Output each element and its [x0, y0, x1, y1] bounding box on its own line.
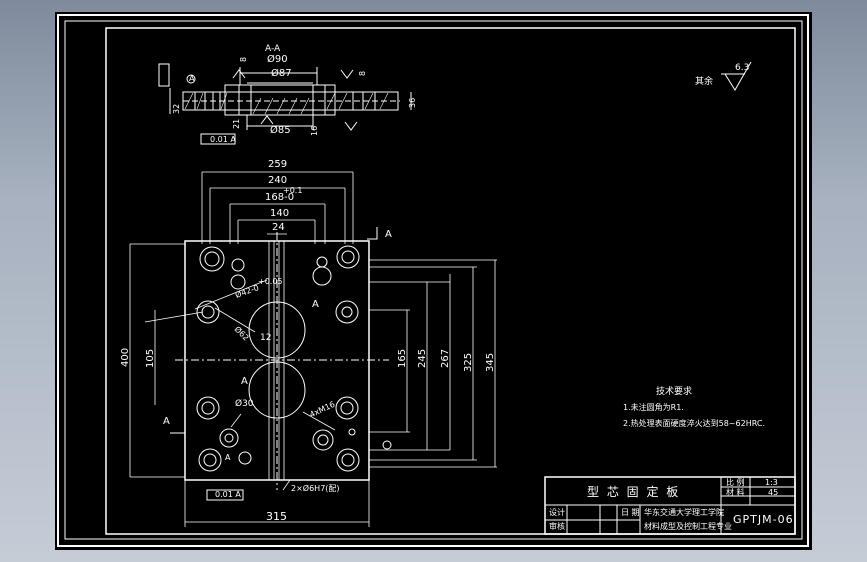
dim-400: 400	[120, 347, 131, 367]
plate-view	[170, 227, 392, 501]
drawing-border	[105, 27, 796, 535]
notes-title: 技术要求	[656, 387, 693, 397]
drawing-number: GPTJM-06	[733, 513, 794, 526]
flat-tolerance-bottom: 0.01 A	[215, 490, 241, 499]
dim-245: 245	[417, 348, 428, 368]
section-view	[158, 63, 412, 145]
title-block-lines	[544, 476, 796, 535]
dim-d90: Ø90	[267, 54, 288, 65]
dim-16: 16	[310, 125, 319, 136]
datum-a-top: A	[189, 74, 195, 83]
roughness-label: 其余	[695, 77, 714, 87]
dim-325: 325	[463, 352, 474, 372]
dim-168: 168-0	[265, 192, 295, 203]
dim-21: 21	[232, 118, 241, 129]
row-school: 华东交通大学理工学院	[644, 508, 724, 517]
notes-item-1: 1.未注圆角为R1.	[623, 403, 684, 412]
dim-pin: 2×Ø6H7(配)	[291, 484, 340, 493]
flat-tolerance-top: 0.01 A	[210, 135, 236, 144]
section-label: A-A	[265, 44, 281, 54]
section-mark-a-right: A	[312, 299, 319, 310]
row-designer: 设计	[549, 508, 565, 517]
dim-259: 259	[268, 159, 288, 170]
dim-36: 36	[408, 97, 417, 108]
notes-item-2: 2.热处理表面硬度淬火达到58~62HRC.	[623, 419, 765, 428]
dim-d85: Ø85	[270, 125, 291, 136]
dim-168-tol: +0.1	[283, 186, 303, 195]
dim-267: 267	[440, 348, 451, 368]
part-name: 型 芯 固 定 板	[587, 485, 681, 499]
section-mark-a-top: A	[385, 229, 392, 240]
scale-value: 1:3	[765, 478, 778, 487]
section-mark-a-left: A	[241, 376, 248, 387]
inner-frame	[64, 20, 803, 540]
dim-240: 240	[268, 175, 288, 186]
dim-8-left: 8	[239, 56, 248, 62]
drawing-canvas	[57, 14, 809, 547]
material-value: 45	[768, 488, 779, 497]
row-major: 材料成型及控制工程专业	[644, 522, 732, 531]
roughness-symbol	[724, 61, 752, 91]
material-label: 材 料	[726, 488, 745, 497]
roughness-value: 6.3	[735, 63, 750, 73]
outer-frame	[57, 14, 809, 547]
dim-d42-tol: +0.05	[258, 277, 283, 286]
dim-8-right: 8	[358, 70, 367, 76]
datum-a-hole: A	[225, 453, 231, 462]
dim-12: 12	[260, 333, 272, 343]
drawing-sheet: A-A Ø90 Ø87 Ø85 8 8 21 16 36 32 0.01 A A…	[55, 12, 812, 550]
datum-a-side: A	[163, 416, 170, 427]
scale-label: 比 例	[726, 478, 745, 487]
dim-d87: Ø87	[271, 68, 292, 79]
row-check: 审核	[549, 522, 565, 531]
dim-32: 32	[172, 103, 181, 114]
dim-105: 105	[145, 348, 156, 368]
dim-d30: Ø30	[235, 399, 254, 409]
row-date: 日 期	[621, 508, 640, 517]
dim-24: 24	[272, 222, 285, 233]
dim-315: 315	[266, 510, 287, 523]
dim-165: 165	[397, 348, 408, 368]
dim-345: 345	[485, 352, 496, 372]
dim-140: 140	[270, 208, 290, 219]
dimension-lines	[129, 171, 497, 527]
